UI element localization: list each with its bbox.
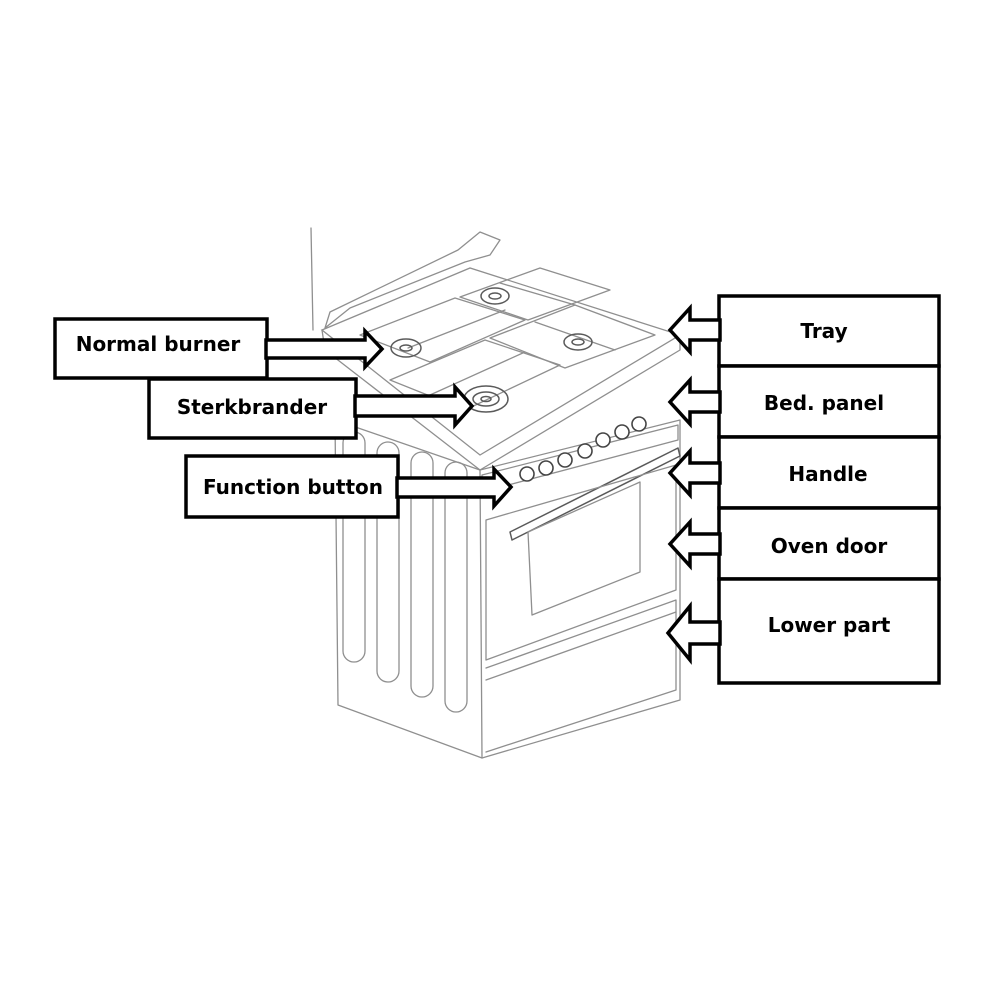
label-function-button: Function button: [203, 475, 383, 499]
callout-function-button: Function button: [184, 454, 514, 519]
wall-line: [310, 227, 314, 331]
control-knobs: [519, 416, 647, 482]
label-box-sterkbrander: [147, 377, 358, 440]
label-handle: Handle: [788, 462, 867, 486]
label-oven-door: Oven door: [771, 534, 888, 558]
arrow-lower-part: [665, 601, 722, 665]
side-slot: [444, 461, 468, 713]
burners: [390, 287, 593, 413]
label-box-lower-part: [717, 577, 941, 685]
label-tray: Tray: [800, 319, 847, 343]
drawer-trim: [485, 611, 677, 681]
right-label-stack: Tray Bed. panel Handle Oven door Lower p…: [665, 294, 941, 685]
label-box-oven-door: [717, 506, 941, 581]
label-box-tray: [717, 294, 941, 368]
label-bed-panel: Bed. panel: [764, 391, 884, 415]
arrow-sterkbrander: [353, 382, 475, 430]
oven-window: [527, 481, 641, 616]
arrow-bed-panel: [667, 375, 722, 429]
arrow-normal-burner: [264, 326, 385, 372]
oven-handle: [509, 447, 681, 541]
arrow-handle: [667, 446, 722, 500]
pan-support-grates: [359, 267, 656, 411]
side-slot: [376, 441, 400, 683]
callout-sterkbrander: Sterkbrander: [147, 377, 475, 440]
backsplash: [324, 231, 501, 329]
arrow-function-button: [395, 464, 514, 511]
callout-normal-burner: Normal burner: [53, 317, 385, 380]
oven-door: [485, 464, 677, 661]
stove-front-panel: [479, 419, 681, 759]
arrow-tray: [667, 303, 722, 357]
label-sterkbrander: Sterkbrander: [177, 395, 327, 419]
label-lower-part: Lower part: [768, 613, 891, 637]
label-box-function-button: [184, 454, 400, 519]
arrow-oven-door: [667, 517, 722, 571]
side-slot: [410, 451, 434, 698]
label-normal-burner: Normal burner: [76, 332, 241, 356]
label-box-normal-burner: [53, 317, 269, 380]
